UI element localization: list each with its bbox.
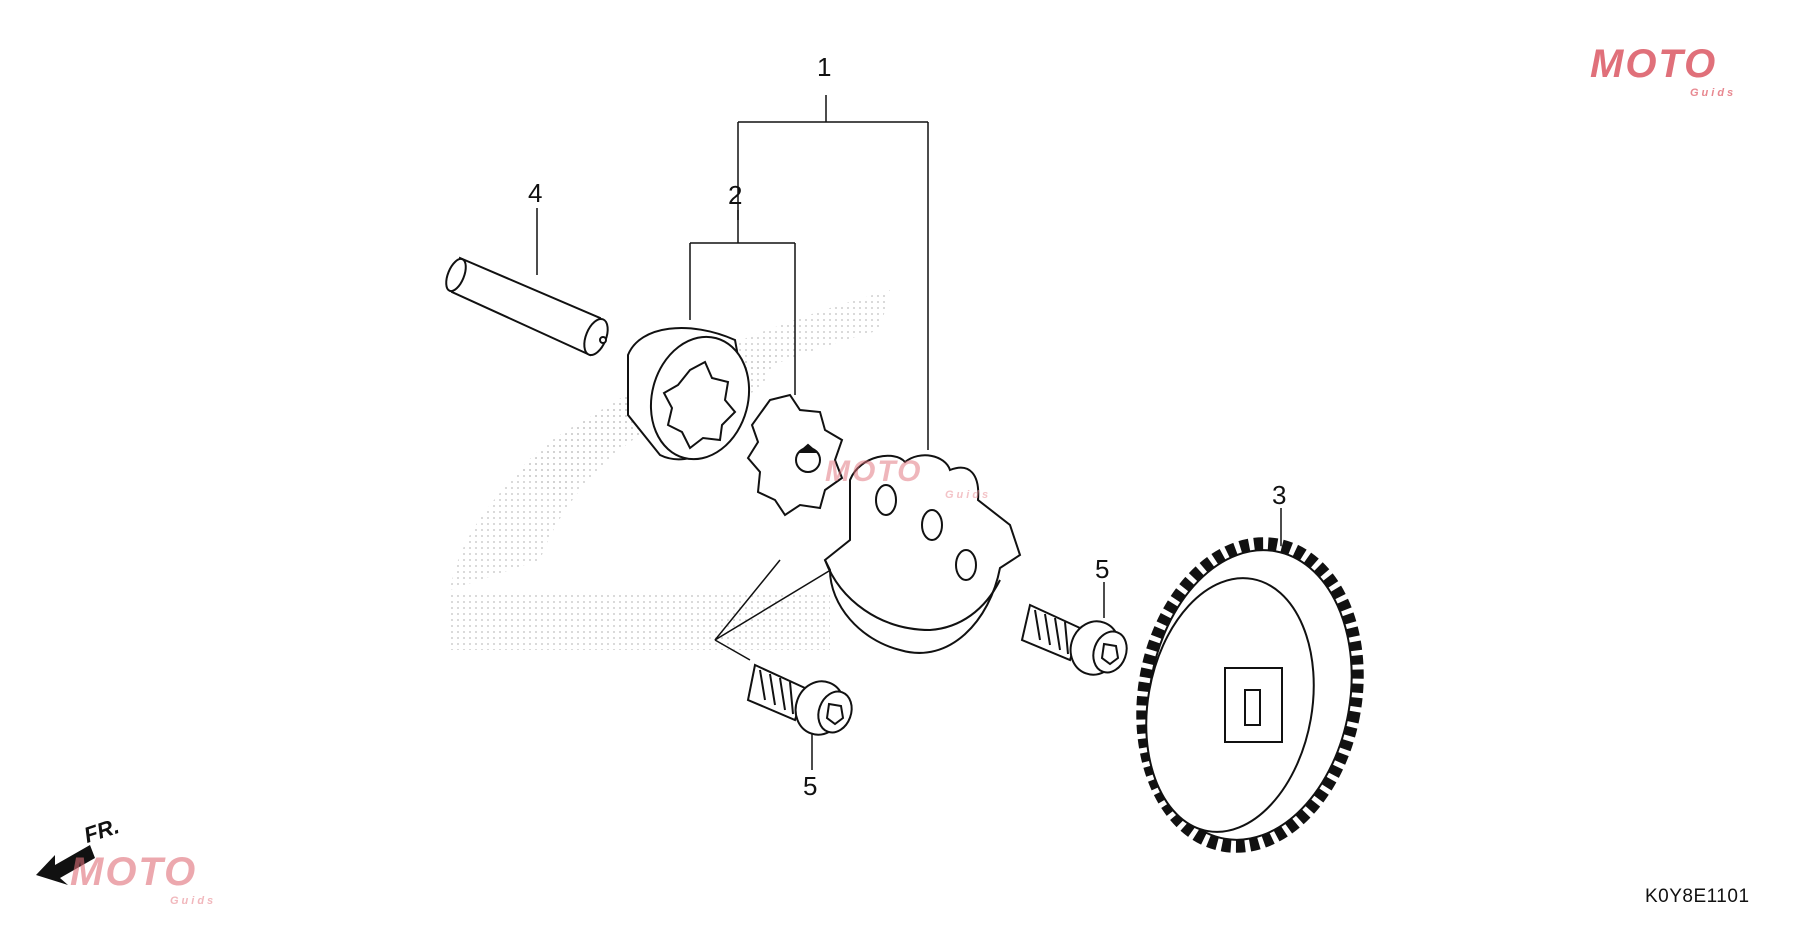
- watermark-logo-top: MOTO Guids: [1590, 42, 1736, 99]
- callout-2: 2: [728, 180, 743, 210]
- watermark-brand-center: MOTO: [825, 455, 923, 488]
- watermark-sub-center: Guids: [945, 489, 992, 501]
- driven-gear: [1136, 537, 1364, 853]
- inner-rotor: [746, 393, 844, 517]
- watermark-brand-bottom: MOTO: [70, 850, 198, 894]
- callout-5-lower: 5: [803, 771, 818, 801]
- front-arrow-icon: [36, 845, 95, 885]
- watermark-logo-center: MOTO Guids: [825, 455, 991, 501]
- watermark-brand: MOTO: [1590, 42, 1718, 86]
- watermark-sub-bottom: Guids: [170, 895, 217, 907]
- flange-bolt-lower: [746, 663, 853, 736]
- callout-4: 4: [528, 178, 543, 208]
- flange-bolt-right: [1020, 603, 1128, 676]
- callout-5-right: 5: [1095, 554, 1110, 584]
- oil-pump-shaft: [445, 256, 609, 357]
- callout-3: 3: [1272, 480, 1287, 510]
- callout-1: 1: [817, 52, 832, 82]
- diagram-code: K0Y8E1101: [1645, 886, 1750, 907]
- watermark-sub: Guids: [1690, 87, 1737, 99]
- outer-rotor: [627, 327, 751, 461]
- pump-body: [823, 454, 1022, 654]
- watermark-logo-bottom: MOTO Guids: [70, 850, 216, 907]
